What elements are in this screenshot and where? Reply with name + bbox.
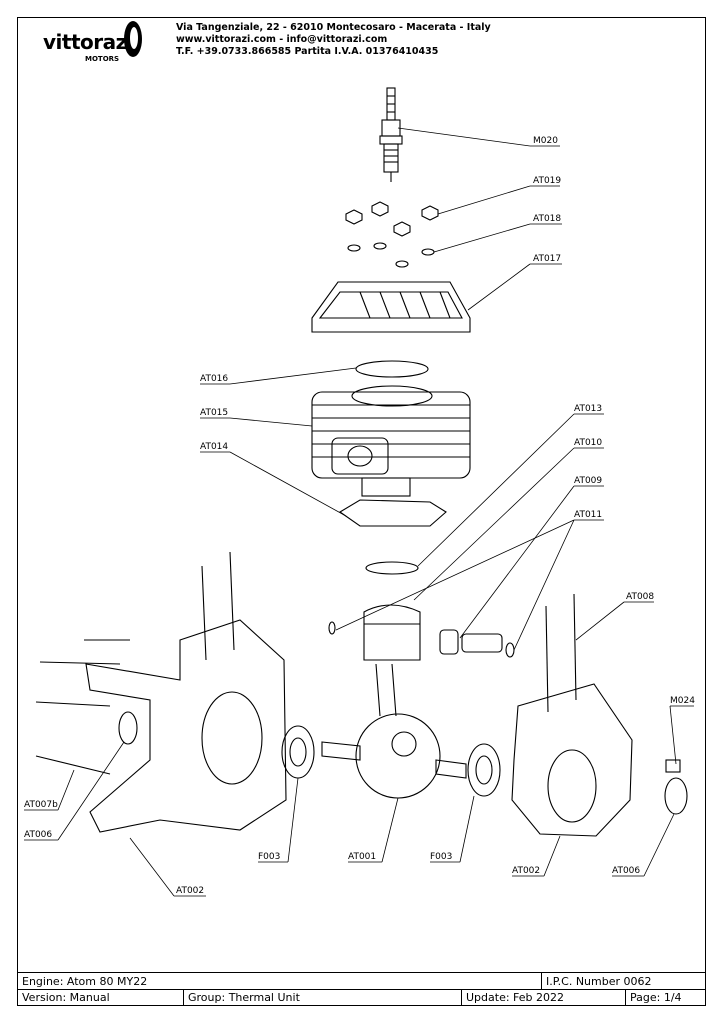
part-label: AT010	[574, 438, 602, 448]
cylinder-head	[311, 281, 471, 333]
part-label: AT002	[512, 866, 540, 876]
main-bearings	[281, 725, 501, 797]
title-block: Engine: Atom 80 MY22 I.P.C. Number 0062 …	[17, 972, 706, 1006]
part-label: M020	[533, 136, 558, 146]
address-line-3: T.F. +39.0733.866585 Partita I.V.A. 0137…	[176, 46, 439, 57]
cylinder	[311, 385, 471, 497]
part-label: AT006	[612, 866, 640, 876]
page-cell: Page: 1/4	[630, 991, 682, 1004]
crankshaft	[321, 663, 467, 799]
part-label: AT018	[533, 214, 561, 224]
company-address: Via Tangenziale, 22 - 62010 Montecosaro …	[176, 22, 491, 58]
part-label: AT001	[348, 852, 376, 862]
piston-assembly	[328, 604, 515, 661]
part-label: M024	[670, 696, 695, 706]
part-label: AT006	[24, 830, 52, 840]
part-label: AT009	[574, 476, 602, 486]
title-block-row-1: Engine: Atom 80 MY22 I.P.C. Number 0062	[18, 973, 705, 990]
part-label: AT013	[574, 404, 602, 414]
head-gasket-ring	[355, 360, 429, 378]
exploded-view-diagram: M020 AT019 AT018 AT017 AT016 AT015 AT014…	[24, 87, 695, 897]
part-label: AT016	[200, 374, 228, 384]
crankcase-right	[511, 593, 688, 837]
head-nuts	[345, 201, 439, 268]
ipc-number-cell: I.P.C. Number 0062	[546, 975, 652, 988]
address-line-2: www.vittorazi.com - info@vittorazi.com	[176, 34, 388, 45]
title-block-row-2: Version: Manual Group: Thermal Unit Upda…	[18, 989, 705, 1005]
part-label: AT014	[200, 442, 228, 452]
leader-lines	[24, 127, 694, 897]
part-label: AT015	[200, 408, 228, 418]
part-label: AT002	[176, 886, 204, 896]
address-line-1: Via Tangenziale, 22 - 62010 Montecosaro …	[176, 22, 491, 33]
piston-ring	[365, 561, 419, 575]
group-cell: Group: Thermal Unit	[184, 989, 462, 1005]
part-labels: M020 AT019 AT018 AT017 AT016 AT015 AT014…	[24, 136, 695, 896]
version-cell: Version: Manual	[18, 989, 184, 1005]
base-gasket	[338, 499, 447, 527]
logo-emblem-icon	[124, 21, 142, 57]
engine-cell: Engine: Atom 80 MY22	[18, 973, 542, 989]
update-cell: Update: Feb 2022	[462, 989, 626, 1005]
part-label: F003	[258, 852, 280, 862]
part-label: AT011	[574, 510, 602, 520]
logo-subtext: MOTORS	[85, 55, 120, 63]
part-label: AT008	[626, 592, 654, 602]
part-label: AT017	[533, 254, 561, 264]
part-label: AT007b	[24, 800, 58, 810]
logo-wordmark: vittorazi	[43, 30, 134, 54]
crankcase-left	[35, 551, 287, 833]
vittorazi-logo: vittorazi MOTORS	[40, 16, 160, 72]
spark-plug	[379, 87, 403, 182]
part-label: AT019	[533, 176, 561, 186]
part-label: F003	[430, 852, 452, 862]
